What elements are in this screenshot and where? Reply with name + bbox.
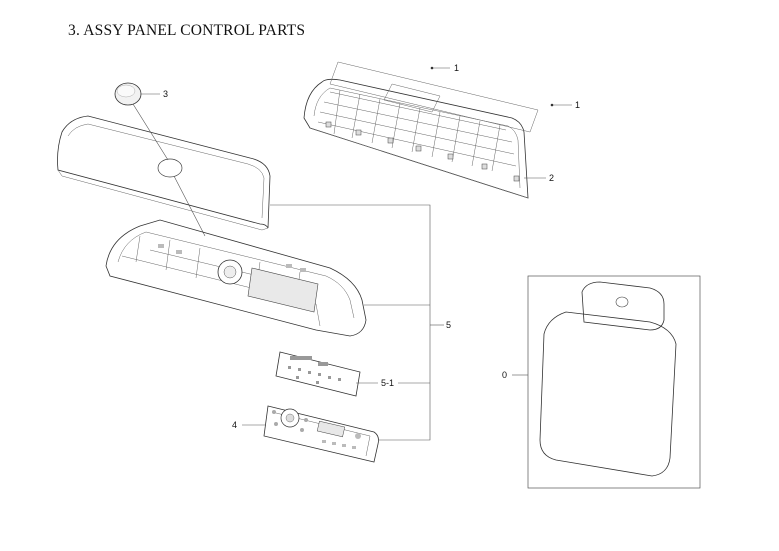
callout-3: 3 xyxy=(163,89,168,99)
callout-1-upper: 1 xyxy=(454,63,459,73)
pcb-board-part xyxy=(275,351,361,397)
knob-cap-part xyxy=(114,82,142,106)
control-panel-frame-part xyxy=(105,219,367,337)
rear-frame-part xyxy=(303,61,539,199)
panel-window-cover-part xyxy=(57,115,271,231)
leader-lines xyxy=(141,66,572,441)
callout-2: 2 xyxy=(549,173,554,183)
button-assembly-part xyxy=(263,405,379,463)
callout-4: 4 xyxy=(232,420,237,430)
complete-unit-inset xyxy=(527,275,701,489)
callout-1-right: 1 xyxy=(575,100,580,110)
page-title: 3. ASSY PANEL CONTROL PARTS xyxy=(68,22,306,39)
callout-0: 0 xyxy=(502,370,507,380)
callout-5: 5 xyxy=(446,320,451,330)
callout-5-1: 5-1 xyxy=(381,378,394,388)
